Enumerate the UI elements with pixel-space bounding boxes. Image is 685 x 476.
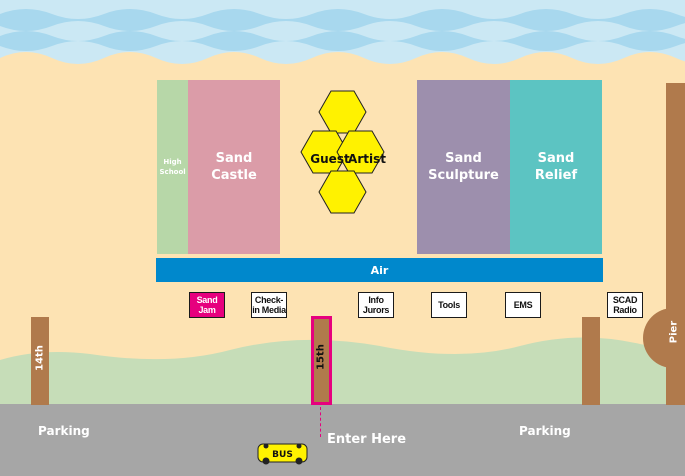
zone-sand-relief[interactable]: Sand Relief: [510, 80, 602, 254]
street-14th-label: 14th: [34, 345, 46, 371]
entrance-path: [320, 407, 321, 437]
bus-icon[interactable]: BUS: [256, 441, 309, 467]
pier-head[interactable]: [643, 308, 685, 368]
booth-tools-label: Tools: [438, 300, 460, 310]
zone-air[interactable]: Air: [156, 258, 603, 282]
zone-sand-sculpture[interactable]: Sand Sculpture: [417, 80, 510, 254]
street-15th-label: 15th: [315, 344, 327, 370]
zone-sand-sculpture-label: Sand Sculpture: [428, 151, 499, 183]
booth-info-jurors[interactable]: Info Jurors: [358, 292, 394, 318]
street-14th-post: [31, 317, 49, 405]
road: [0, 404, 685, 476]
zone-high-school[interactable]: High School: [157, 80, 188, 254]
zone-air-label: Air: [370, 263, 389, 277]
parking-left-label[interactable]: Parking: [38, 424, 90, 438]
zone-sand-castle-label: Sand Castle: [211, 151, 257, 183]
zone-sand-castle[interactable]: Sand Castle: [188, 80, 280, 254]
booth-scad-radio-label: SCAD Radio: [612, 295, 638, 315]
booth-scad-radio[interactable]: SCAD Radio: [607, 292, 643, 318]
booth-sand-jam-label: Sand Jam: [196, 295, 218, 315]
booth-tools[interactable]: Tools: [431, 292, 467, 318]
booth-check-in-media-label: Check-in Media: [252, 295, 286, 315]
entrance-label[interactable]: Enter Here: [327, 432, 407, 447]
bus-label: BUS: [272, 450, 293, 460]
zone-guest-artist-label-right: Artist: [348, 152, 386, 166]
post-right: [582, 317, 600, 405]
parking-right-label[interactable]: Parking: [519, 424, 571, 438]
booth-sand-jam[interactable]: Sand Jam: [189, 292, 225, 318]
street-15th-post[interactable]: [311, 316, 332, 405]
zone-sand-relief-label: Sand Relief: [534, 151, 578, 183]
zone-high-school-label: High School: [159, 158, 186, 176]
dune-grass: [0, 337, 685, 410]
booth-ems[interactable]: EMS: [505, 292, 541, 318]
ocean-water: [0, 0, 685, 70]
zone-guest-artist[interactable]: Guest Artist: [295, 88, 405, 232]
pier-label: Pier: [668, 320, 680, 344]
booth-info-jurors-label: Info Jurors: [362, 295, 390, 315]
zone-guest-artist-label-left: Guest: [310, 152, 350, 166]
booth-ems-label: EMS: [513, 300, 533, 310]
booth-check-in-media[interactable]: Check-in Media: [251, 292, 287, 318]
